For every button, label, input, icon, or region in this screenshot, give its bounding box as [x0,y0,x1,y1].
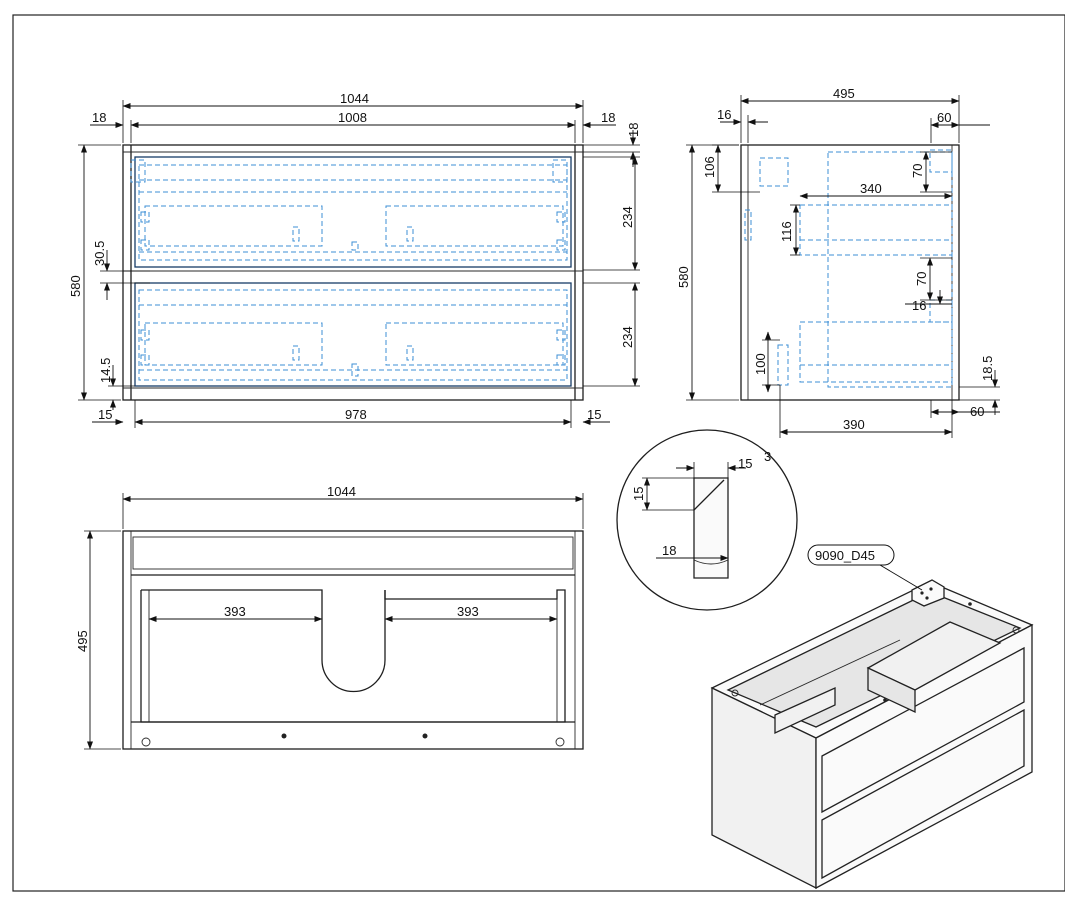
front-drawer-lower-label: 234 [620,326,635,348]
top-left-drawer-label: 393 [224,604,246,619]
isometric-view: 9090_D45 [710,544,1034,890]
detail-view: 15 3 15 18 [616,429,798,611]
front-inner-bottom-width-label: 978 [345,407,367,422]
side-depth-label: 495 [833,86,855,101]
side-gap-top-label: 70 [910,164,925,178]
front-top-rail-label: 18 [626,123,641,137]
front-bottom-left-label: 15 [98,407,112,422]
top-view: 1044 495 393 393 [75,484,584,750]
side-drawer-rail-label: 16 [912,298,926,313]
front-gap-middle-label: 30.5 [92,241,107,266]
top-right-drawer-label: 393 [457,604,479,619]
drawing-frame [12,14,1065,892]
side-bottom-front-label: 60 [970,404,984,419]
detail-gap-label: 3 [764,449,771,464]
top-depth-label: 495 [75,630,90,652]
side-drawer-side-height-label: 116 [779,221,794,242]
front-inner-width-label: 1008 [338,110,367,125]
side-lower-height-label: 100 [753,353,768,375]
side-height-label: 580 [676,266,691,288]
front-bottom-right-label: 15 [587,407,601,422]
top-overall-width-label: 1044 [327,484,356,499]
detail-height-label: 15 [631,487,646,501]
side-back-panel-label: 16 [717,107,731,122]
side-view: 495 16 60 106 70 340 116 70 [676,86,1000,438]
front-view: 1044 1008 18 18 18 234 234 580 [68,91,641,428]
side-gap-mid-label: 70 [914,272,929,286]
front-left-panel-label: 18 [92,110,106,125]
detail-width-label: 15 [738,456,752,471]
side-lower-drawer-depth-label: 390 [843,417,865,432]
side-bottom-offset-label: 18.5 [980,356,995,381]
front-right-panel-label: 18 [601,110,615,125]
detail-thickness-label: 18 [662,543,676,558]
front-overall-width-label: 1044 [340,91,369,106]
side-bracket-height-label: 106 [702,156,717,178]
part-tag-label: 9090_D45 [815,548,875,563]
front-plinth-label: 14.5 [98,358,113,383]
side-drawer-depth-label: 340 [860,181,882,196]
side-front-offset-label: 60 [937,110,951,125]
front-drawer-upper-label: 234 [620,206,635,228]
front-height-label: 580 [68,275,83,297]
